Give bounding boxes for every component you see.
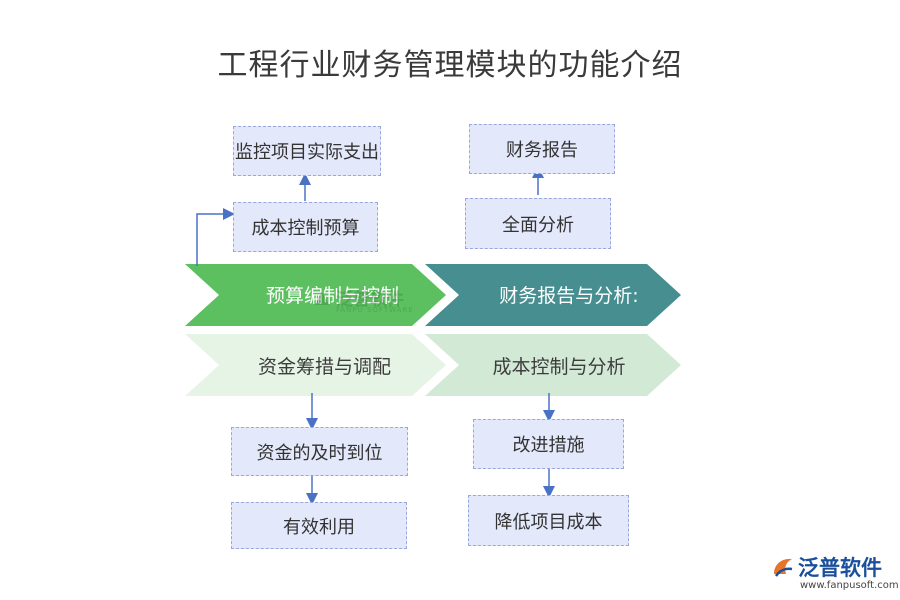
box-full-analysis: 全面分析	[465, 198, 611, 249]
chevron-budget	[185, 264, 446, 326]
page-title: 工程行业财务管理模块的功能介绍	[217, 48, 683, 83]
chevron-cost-label: 成本控制与分析	[492, 356, 626, 378]
box-funds-on-time: 资金的及时到位	[231, 427, 408, 476]
chevron-funds	[185, 334, 446, 396]
chevron-funds-label: 资金筹措与调配	[257, 356, 391, 378]
arrow-budget-to-cost-budget	[196, 208, 235, 266]
chevron-budget-label: 预算编制与控制	[265, 285, 399, 307]
chevron-cost	[425, 334, 681, 396]
brand-name: 泛普软件	[798, 556, 882, 580]
box-improvement-measures: 改进措施	[473, 419, 624, 469]
box-effective-use: 有效利用	[231, 502, 407, 549]
box-financial-report: 财务报告	[469, 124, 615, 174]
box-reduce-project-cost: 降低项目成本	[468, 495, 629, 546]
brand-logo: 泛普软件 www.fanpusoft.com	[770, 552, 899, 596]
brand-url: www.fanpusoft.com	[800, 580, 899, 591]
box-monitor-expenses: 监控项目实际支出	[233, 126, 381, 176]
chevron-report-label: 财务报告与分析:	[499, 285, 639, 307]
fanpu-logo-icon	[774, 558, 793, 577]
box-cost-control-budget: 成本控制预算	[233, 202, 378, 252]
chevron-report	[425, 264, 681, 326]
